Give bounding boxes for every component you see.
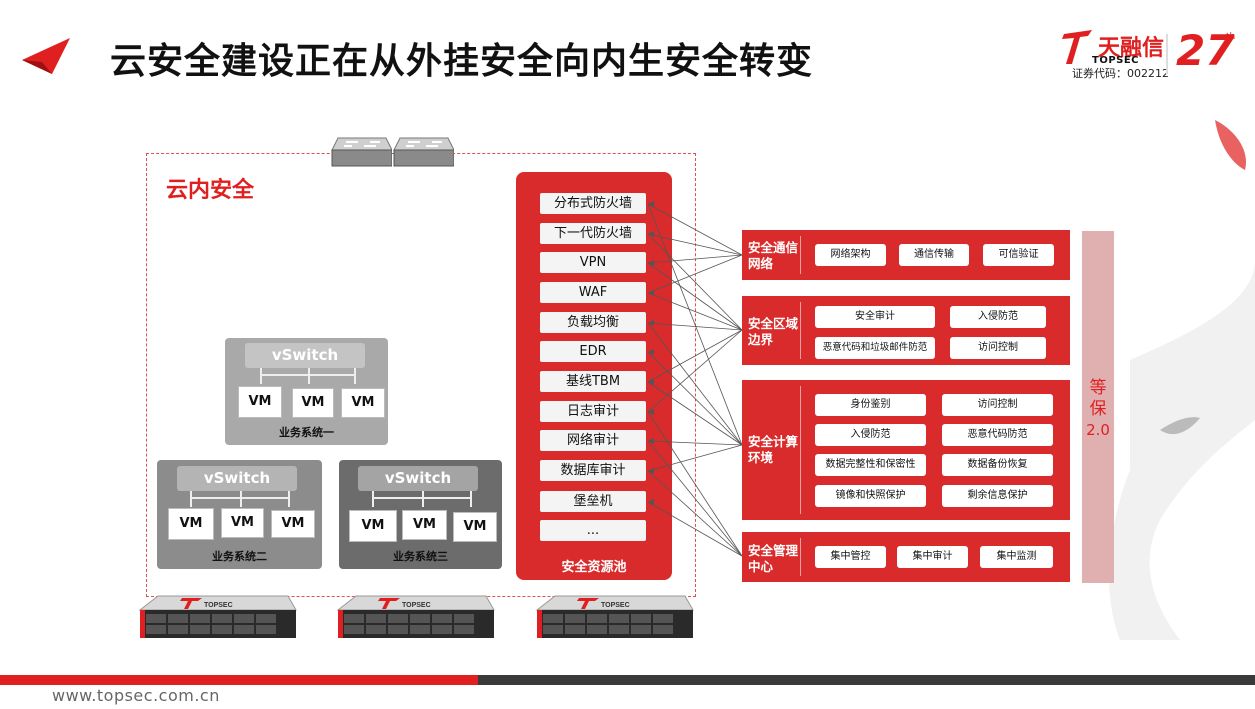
title-arrow-icon <box>22 38 70 74</box>
pool-item: 分布式防火墙 <box>540 193 646 214</box>
panel-divider <box>800 386 801 514</box>
vm: VM <box>349 510 397 542</box>
anniversary-number: 27 <box>1176 26 1235 75</box>
logo-divider <box>1166 34 1168 74</box>
panel-title: 安全计算环境 <box>748 434 799 465</box>
pool-item: 堡垒机 <box>540 491 646 512</box>
anniversary-suffix: th <box>1226 32 1236 42</box>
chip: 恶意代码防范 <box>942 424 1053 446</box>
vswitch-connector <box>354 368 356 384</box>
panel-title: 安全管理中心 <box>748 543 799 574</box>
chip: 入侵防范 <box>950 306 1046 328</box>
vswitch-connector <box>260 368 262 384</box>
vm: VM <box>453 512 497 542</box>
business-system-label: 业务系统一 <box>279 426 334 439</box>
dengbao-bar <box>1082 231 1114 583</box>
chip: 可信验证 <box>983 244 1054 266</box>
pool-item: EDR <box>540 341 646 362</box>
pool-item: 下一代防火墙 <box>540 223 646 244</box>
vswitch-connector <box>308 368 310 384</box>
panel-title: 安全区域边界 <box>748 316 799 347</box>
dengbao-line: 保 <box>1089 399 1107 419</box>
vswitch-connector <box>372 497 470 499</box>
vswitch-connector <box>372 491 374 507</box>
network-switch-icon <box>331 137 392 167</box>
vm: VM <box>292 388 334 418</box>
pool-item: 网络审计 <box>540 430 646 451</box>
footer-url: www.topsec.com.cn <box>52 686 220 705</box>
chip: 镜像和快照保护 <box>815 485 926 507</box>
chip: 恶意代码和垃圾邮件防范 <box>815 337 935 359</box>
chip: 网络架构 <box>815 244 886 266</box>
pool-item: 基线TBM <box>540 371 646 392</box>
chip: 通信传输 <box>899 244 969 266</box>
pool-item: VPN <box>540 252 646 273</box>
logo-en-text: TOPSEC <box>1092 55 1140 66</box>
vm: VM <box>221 508 264 538</box>
vswitch-connector <box>288 491 290 507</box>
dengbao-line: 2.0 <box>1086 421 1110 439</box>
business-system-label: 业务系统二 <box>212 550 267 563</box>
vswitch: vSwitch <box>245 343 365 368</box>
chip: 集中审计 <box>897 546 968 568</box>
chip: 数据备份恢复 <box>942 454 1053 476</box>
panel-divider <box>800 302 801 359</box>
vswitch-connector <box>422 491 424 507</box>
vswitch: vSwitch <box>358 466 478 491</box>
chip: 剩余信息保护 <box>942 485 1053 507</box>
vm: VM <box>168 508 214 540</box>
vswitch-connector <box>190 491 192 507</box>
server-brand-text: TOPSEC <box>601 602 630 609</box>
pool-item: ... <box>540 520 646 541</box>
vswitch-connector <box>470 491 472 507</box>
footer-bar-red <box>0 675 478 685</box>
vm: VM <box>271 510 315 538</box>
server-brand-text: TOPSEC <box>204 602 233 609</box>
rack-server-icon: TOPSEC <box>535 595 694 638</box>
chip: 集中监测 <box>980 546 1053 568</box>
logo-cn-text: 天融信 <box>1098 36 1165 61</box>
business-system-label: 业务系统三 <box>393 550 448 563</box>
pool-item: 日志审计 <box>540 401 646 422</box>
vswitch-connector <box>190 497 288 499</box>
server-brand-text: TOPSEC <box>402 602 431 609</box>
pool-label: 安全资源池 <box>561 560 627 575</box>
rack-server-icon: TOPSEC <box>138 595 297 638</box>
chip: 访问控制 <box>942 394 1053 416</box>
panel-title: 安全通信网络 <box>748 240 799 271</box>
chip: 安全审计 <box>815 306 935 328</box>
dengbao-label: 等 保 2.0 <box>1082 378 1114 441</box>
chip: 数据完整性和保密性 <box>815 454 926 476</box>
pool-item: 负载均衡 <box>540 312 646 333</box>
chip: 访问控制 <box>950 337 1046 359</box>
stock-code: 证券代码：002212 <box>1072 67 1169 80</box>
panel-divider <box>800 236 801 274</box>
dengbao-line: 等 <box>1089 378 1107 398</box>
rack-server-icon: TOPSEC <box>336 595 495 638</box>
chip: 集中管控 <box>815 546 886 568</box>
panel-divider <box>800 538 801 576</box>
chip: 身份鉴别 <box>815 394 926 416</box>
footer-bar-gray <box>478 675 1255 685</box>
vm: VM <box>238 386 282 418</box>
topsec-logo-icon <box>1062 30 1092 64</box>
network-switch-icon <box>393 137 454 167</box>
chip: 入侵防范 <box>815 424 926 446</box>
page-title: 云安全建设正在从外挂安全向内生安全转变 <box>110 41 814 82</box>
vswitch: vSwitch <box>177 466 297 491</box>
pool-item: 数据库审计 <box>540 460 646 481</box>
pool-item: WAF <box>540 282 646 303</box>
vswitch-connector <box>240 491 242 507</box>
vm: VM <box>402 510 447 540</box>
zone-label: 云内安全 <box>166 178 255 203</box>
vm: VM <box>341 388 385 418</box>
